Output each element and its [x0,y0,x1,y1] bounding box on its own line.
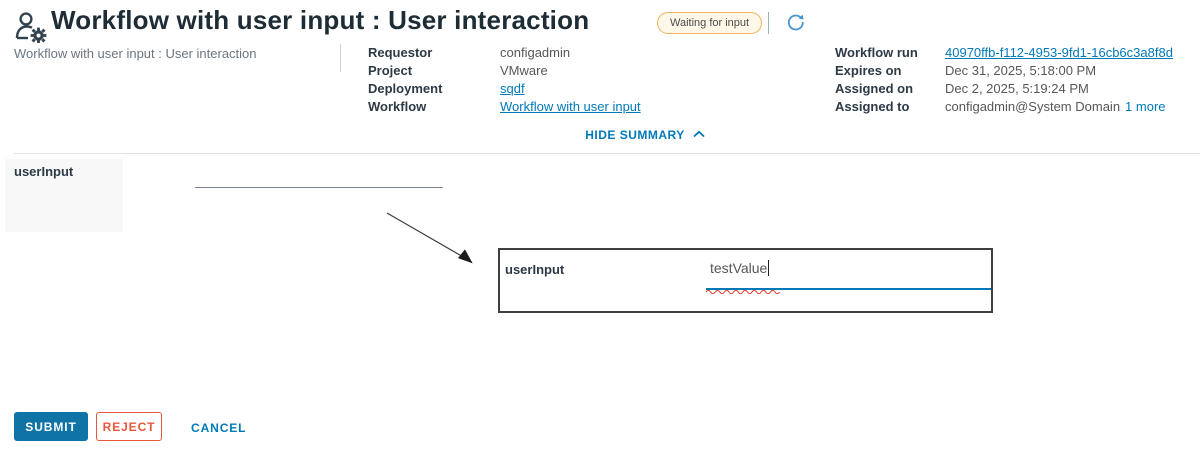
summary-description: Workflow with user input : User interact… [14,46,257,61]
header-divider [768,12,769,34]
summary-divider [340,44,341,72]
summary-field-assigned-on: Assigned on Dec 2, 2025, 5:19:24 PM [835,80,1089,96]
zoom-callout-arrow-icon [382,208,482,270]
summary-left-column: Requestor configadmin Project VMware Dep… [368,43,641,115]
summary-field-workflow-run: Workflow run 40970ffb-f112-4953-9fd1-16c… [835,44,1173,60]
user-gear-icon [13,11,47,44]
focused-input-underline [706,288,991,290]
hide-summary-toggle[interactable]: HIDE SUMMARY [0,128,1200,142]
workflow-run-link[interactable]: 40970ffb-f112-4953-9fd1-16cb6c3a8f8d [945,44,1173,60]
refresh-icon[interactable] [785,12,807,34]
cancel-button[interactable]: CANCEL [191,413,246,442]
workflow-link[interactable]: Workflow with user input [500,98,641,114]
form-label-background [5,159,123,232]
summary-field-expires-on: Expires on Dec 31, 2025, 5:18:00 PM [835,62,1097,78]
user-input-label-zoomed: userInput [505,262,565,277]
zoomed-input-callout: userInput testValue [498,248,993,313]
summary-field-requestor: Requestor configadmin [368,44,571,60]
summary-field-project: Project VMware [368,62,548,78]
submit-button[interactable]: SUBMIT [14,412,88,441]
deployment-link[interactable]: sqdf [500,80,525,96]
user-input-field-zoomed[interactable]: testValue [710,260,770,276]
summary-field-assigned-to: Assigned to configadmin@System Domain 1 … [835,98,1166,114]
text-caret [768,260,770,276]
user-input-label: userInput [14,164,74,179]
reject-button[interactable]: REJECT [96,412,162,441]
chevron-up-icon [693,130,705,137]
summary-field-workflow: Workflow Workflow with user input [368,98,641,114]
status-badge: Waiting for input [657,12,763,34]
summary-right-column: Workflow run 40970ffb-f112-4953-9fd1-16c… [835,43,1173,115]
page-title: Workflow with user input : User interact… [51,5,590,35]
user-input-field[interactable] [195,170,443,188]
summary-field-deployment: Deployment sqdf [368,80,525,96]
assigned-to-more-link[interactable]: 1 more [1125,98,1166,114]
spellcheck-squiggle [705,281,781,295]
section-divider [14,153,1200,154]
